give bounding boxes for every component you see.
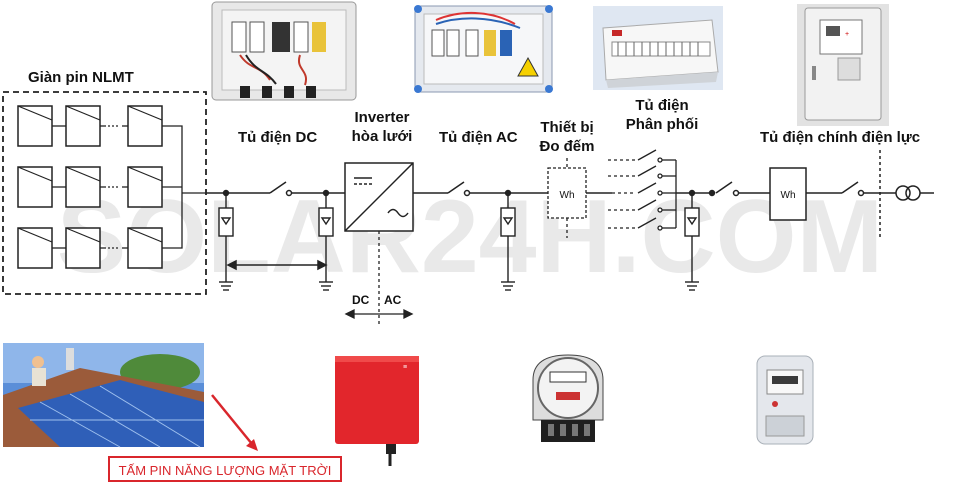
meter-device-label: Thiết bị Đo đếm <box>532 118 602 156</box>
distribution-branches <box>608 149 677 231</box>
meter1-wh-label: Wh <box>560 190 575 201</box>
svg-text:+: + <box>845 31 849 38</box>
inverter-photo: ≡ <box>335 356 419 466</box>
meter-device-label-line1: Thiết bị <box>540 119 594 136</box>
array-label: Giàn pin NLMT <box>28 69 134 86</box>
distribution-label-line2: Phân phối <box>625 116 699 133</box>
meter-symbol-dashed <box>547 158 587 238</box>
kwh-meter-photo <box>532 354 604 442</box>
pv-array <box>2 91 207 295</box>
dc-span-arrow <box>226 259 328 271</box>
ac-box-photo <box>414 5 553 93</box>
utility-meter-symbol <box>769 167 807 221</box>
solar-panel-rooftop-photo <box>3 343 204 448</box>
utility-breaker <box>708 181 740 197</box>
inverter-label-line2: hòa lưới <box>351 128 413 145</box>
dc-disconnect-switch <box>269 181 293 197</box>
distribution-board-photo <box>593 6 723 90</box>
solar-panel-callout: TẤM PIN NĂNG LƯỢNG MẶT TRỜI <box>108 456 342 482</box>
ac-surge-protection <box>500 189 516 291</box>
meter-device-label-line2: Đo đếm <box>539 138 595 155</box>
grid-switch <box>841 150 881 240</box>
utility-cabinet-label: Tủ điện chính điện lực <box>760 129 921 146</box>
dc-label: DC <box>352 293 370 307</box>
ac-label: AC <box>384 293 402 307</box>
meter2-wh-label: Wh <box>781 190 796 201</box>
dc-ac-boundary <box>344 231 414 325</box>
distribution-label-line1: Tủ điện <box>635 97 689 114</box>
inverter-symbol <box>344 162 414 232</box>
svg-text:≡: ≡ <box>403 364 407 371</box>
ac-box-label: Tủ điện AC <box>439 129 518 146</box>
electronic-meter-photo <box>756 355 814 445</box>
dc-surge-protection <box>218 189 334 291</box>
transformer-symbol <box>895 185 921 201</box>
ac-disconnect-switch <box>447 181 471 197</box>
dc-box-photo <box>211 1 357 101</box>
inverter-label-line1: Inverter <box>354 109 410 126</box>
utility-cabinet-photo: + <box>797 4 889 126</box>
callout-arrow <box>211 394 258 451</box>
watermark: SOLAR24H.COM <box>57 179 883 295</box>
distribution-label: Tủ điện Phân phối <box>620 96 704 134</box>
dc-box-label: Tủ điện DC <box>238 129 318 146</box>
distribution-surge-protection <box>684 189 700 291</box>
inverter-label: Inverter hòa lưới <box>344 108 420 146</box>
